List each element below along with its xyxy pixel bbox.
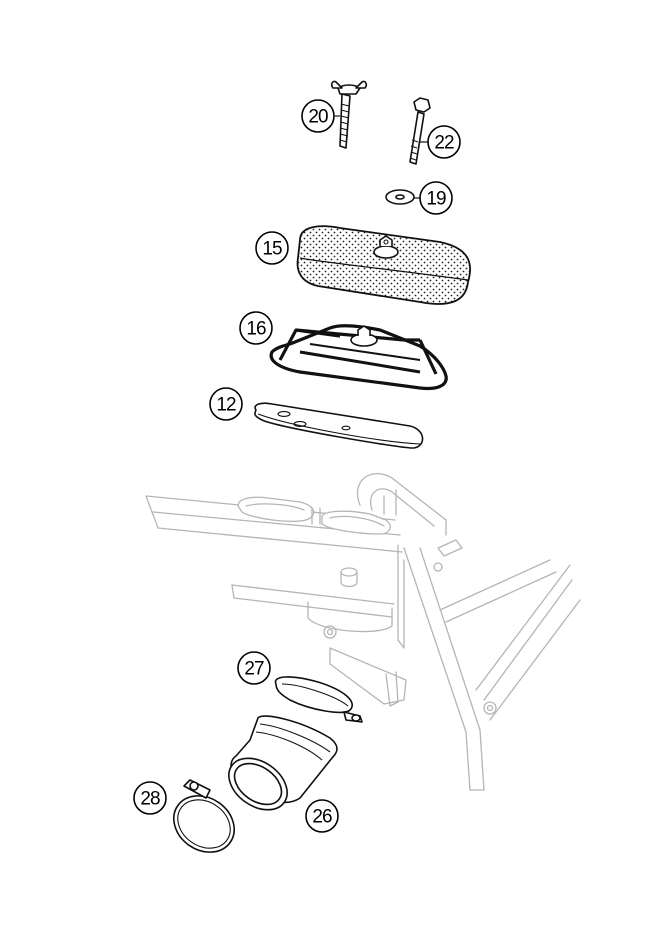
callout-28: 28: [133, 781, 167, 815]
callout-12: 12: [209, 387, 243, 421]
svg-text:22: 22: [434, 133, 454, 154]
filter-cage: [269, 324, 448, 391]
callout-15: 15: [255, 231, 289, 265]
frame-structure: [145, 473, 581, 791]
svg-text:20: 20: [308, 107, 328, 128]
wing-bolt: [330, 80, 368, 149]
leader-lines: [335, 115, 428, 199]
callout-27: 27: [237, 651, 271, 685]
callout-19: 19: [419, 181, 453, 215]
intake-elbow: [228, 715, 338, 811]
svg-text:12: 12: [216, 395, 236, 416]
svg-text:26: 26: [312, 807, 332, 828]
svg-text:19: 19: [426, 189, 446, 210]
callout-22: 22: [427, 125, 461, 159]
gasket-plate: [254, 402, 424, 449]
callout-16: 16: [239, 311, 273, 345]
clamp-band: [274, 676, 363, 723]
svg-text:28: 28: [140, 789, 160, 810]
washer: [385, 189, 415, 205]
svg-text:27: 27: [244, 659, 264, 680]
air-filter: [296, 225, 472, 305]
hex-bolt: [409, 97, 431, 165]
svg-text:15: 15: [262, 239, 282, 260]
callout-26: 26: [305, 799, 339, 833]
svg-text:16: 16: [246, 319, 266, 340]
callout-20: 20: [301, 99, 335, 133]
hose-clamp: [173, 779, 235, 853]
callouts: 20 22 19 15 16 12 27 28: [133, 99, 461, 833]
